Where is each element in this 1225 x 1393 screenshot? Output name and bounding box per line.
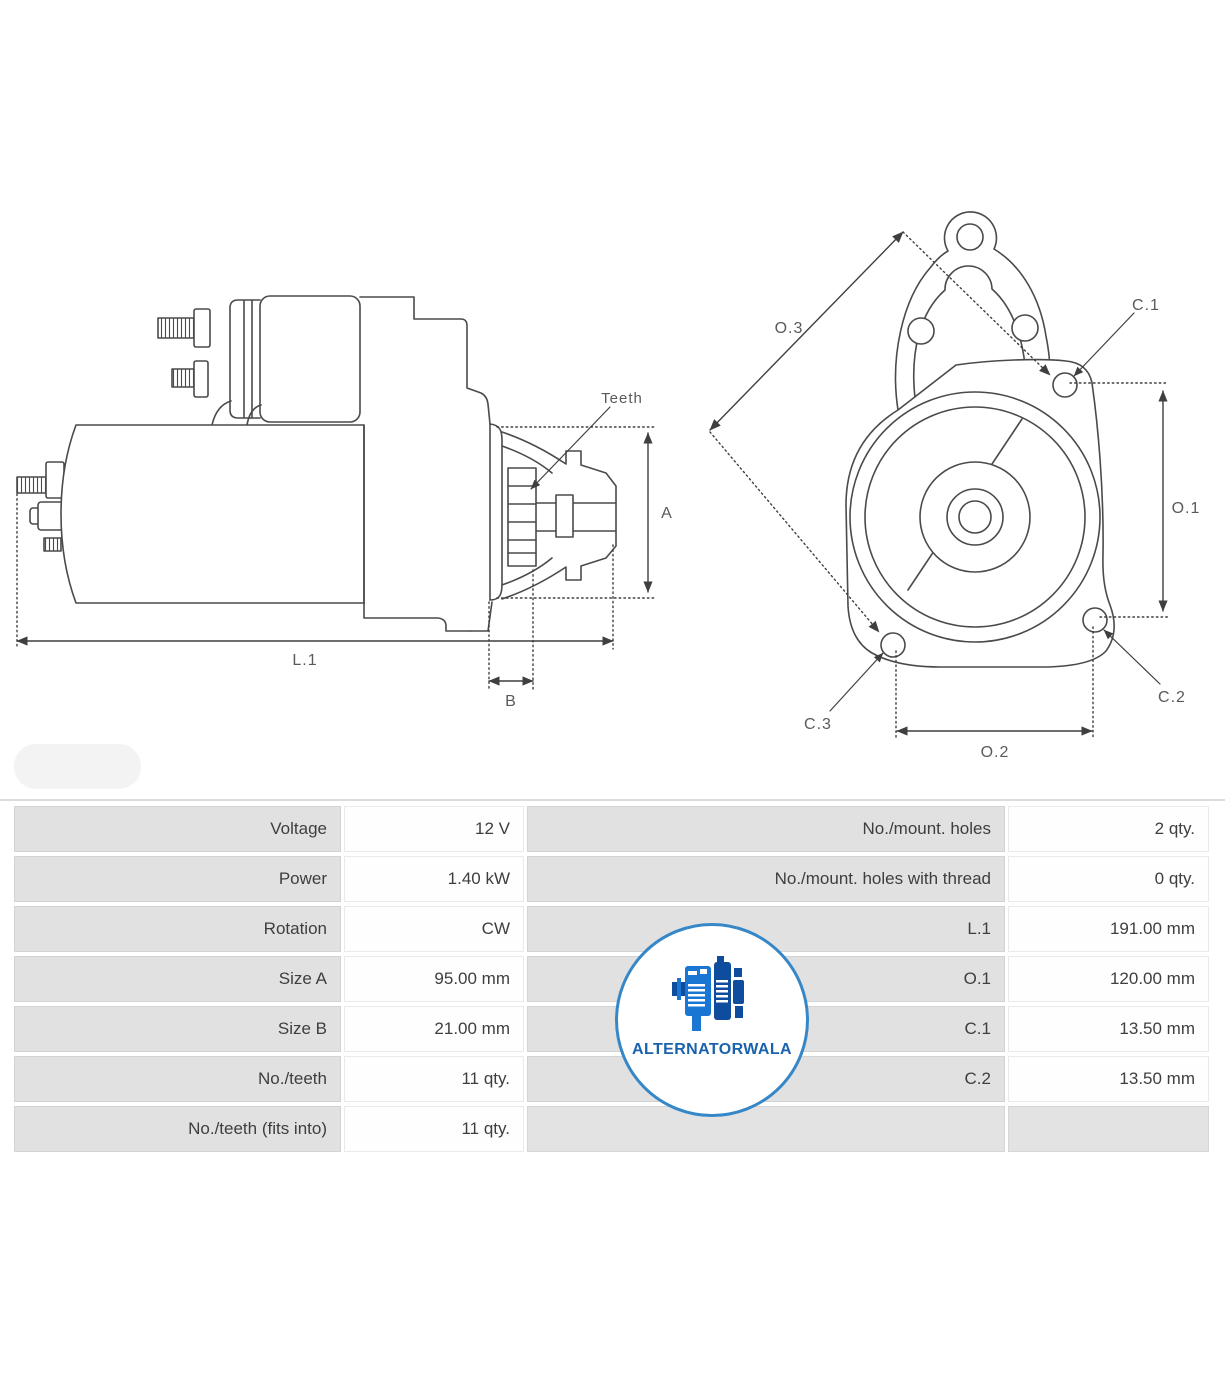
- spec-value: 21.00 mm: [344, 1006, 524, 1052]
- technical-drawing: Teeth A L.1 B: [16, 211, 1201, 761]
- solenoid-studs: [157, 308, 211, 398]
- spec-label: No./teeth (fits into): [14, 1106, 341, 1152]
- table-row: Voltage 12 V No./mount. holes 2 qty.: [14, 806, 1210, 852]
- front-dimensions: [709, 231, 1169, 739]
- front-view-drawing: [709, 211, 1169, 739]
- dim-o1-label: O.1: [1172, 500, 1201, 517]
- spec-value: CW: [344, 906, 524, 952]
- dim-o3-label: O.3: [775, 320, 804, 337]
- teeth-label: Teeth: [601, 390, 643, 407]
- bell-and-shaft: [501, 431, 617, 600]
- spec-value: 1.40 kW: [344, 856, 524, 902]
- spec-value: 12 V: [344, 806, 524, 852]
- alternator-icon: [672, 956, 744, 1031]
- hole-c3: [880, 632, 906, 658]
- spec-label: Voltage: [14, 806, 341, 852]
- spec-label: No./teeth: [14, 1056, 341, 1102]
- solenoid: [211, 295, 361, 426]
- spec-value: 95.00 mm: [344, 956, 524, 1002]
- dim-c3-label: C.3: [804, 716, 832, 733]
- spec-value: 13.50 mm: [1008, 1006, 1209, 1052]
- dim-a-label: A: [661, 505, 673, 522]
- dim-c2-label: C.2: [1158, 689, 1186, 706]
- dim-b-label: B: [505, 693, 517, 710]
- dim-o2-label: O.2: [981, 744, 1010, 761]
- spec-value: 191.00 mm: [1008, 906, 1209, 952]
- spec-label: Size A: [14, 956, 341, 1002]
- spec-label: No./mount. holes: [527, 806, 1005, 852]
- spec-value: 0 qty.: [1008, 856, 1209, 902]
- side-dimensions: [16, 406, 656, 691]
- table-top-divider: [0, 799, 1225, 801]
- spec-value: 11 qty.: [344, 1056, 524, 1102]
- spec-label: Size B: [14, 1006, 341, 1052]
- dim-c1-label: C.1: [1132, 297, 1160, 314]
- pinion-gear: [507, 467, 537, 567]
- side-view-drawing: [16, 295, 656, 691]
- empty-cell: [1008, 1106, 1209, 1152]
- brand-name: ALTERNATORWALA: [632, 1041, 792, 1058]
- terminal-studs-left: [16, 461, 65, 552]
- dim-l1-label: L.1: [292, 652, 317, 669]
- spec-table: Voltage 12 V No./mount. holes 2 qty. Pow…: [14, 806, 1210, 1156]
- spec-value: 2 qty.: [1008, 806, 1209, 852]
- hole-c2: [1082, 607, 1108, 633]
- spec-label: Power: [14, 856, 341, 902]
- table-row: Size A 95.00 mm O.1 120.00 mm: [14, 956, 1210, 1002]
- spec-value: 120.00 mm: [1008, 956, 1209, 1002]
- table-row: Size B 21.00 mm C.1 13.50 mm: [14, 1006, 1210, 1052]
- table-row: No./teeth 11 qty. C.2 13.50 mm: [14, 1056, 1210, 1102]
- table-row: Rotation CW L.1 191.00 mm: [14, 906, 1210, 952]
- brand-logo: ALTERNATORWALA: [615, 923, 809, 1117]
- motor-face-circles: [849, 391, 1101, 643]
- faded-watermark-chip: [14, 744, 141, 789]
- hole-c1: [1052, 372, 1078, 398]
- spec-label: Rotation: [14, 906, 341, 952]
- table-row: Power 1.40 kW No./mount. holes with thre…: [14, 856, 1210, 902]
- spec-value: 11 qty.: [344, 1106, 524, 1152]
- table-row: No./teeth (fits into) 11 qty.: [14, 1106, 1210, 1152]
- empty-cell: [527, 1106, 1005, 1152]
- drive-housing: [359, 296, 503, 632]
- mounting-holes: [880, 223, 1108, 658]
- spec-value: 13.50 mm: [1008, 1056, 1209, 1102]
- spec-label: No./mount. holes with thread: [527, 856, 1005, 902]
- motor-body: [60, 424, 365, 604]
